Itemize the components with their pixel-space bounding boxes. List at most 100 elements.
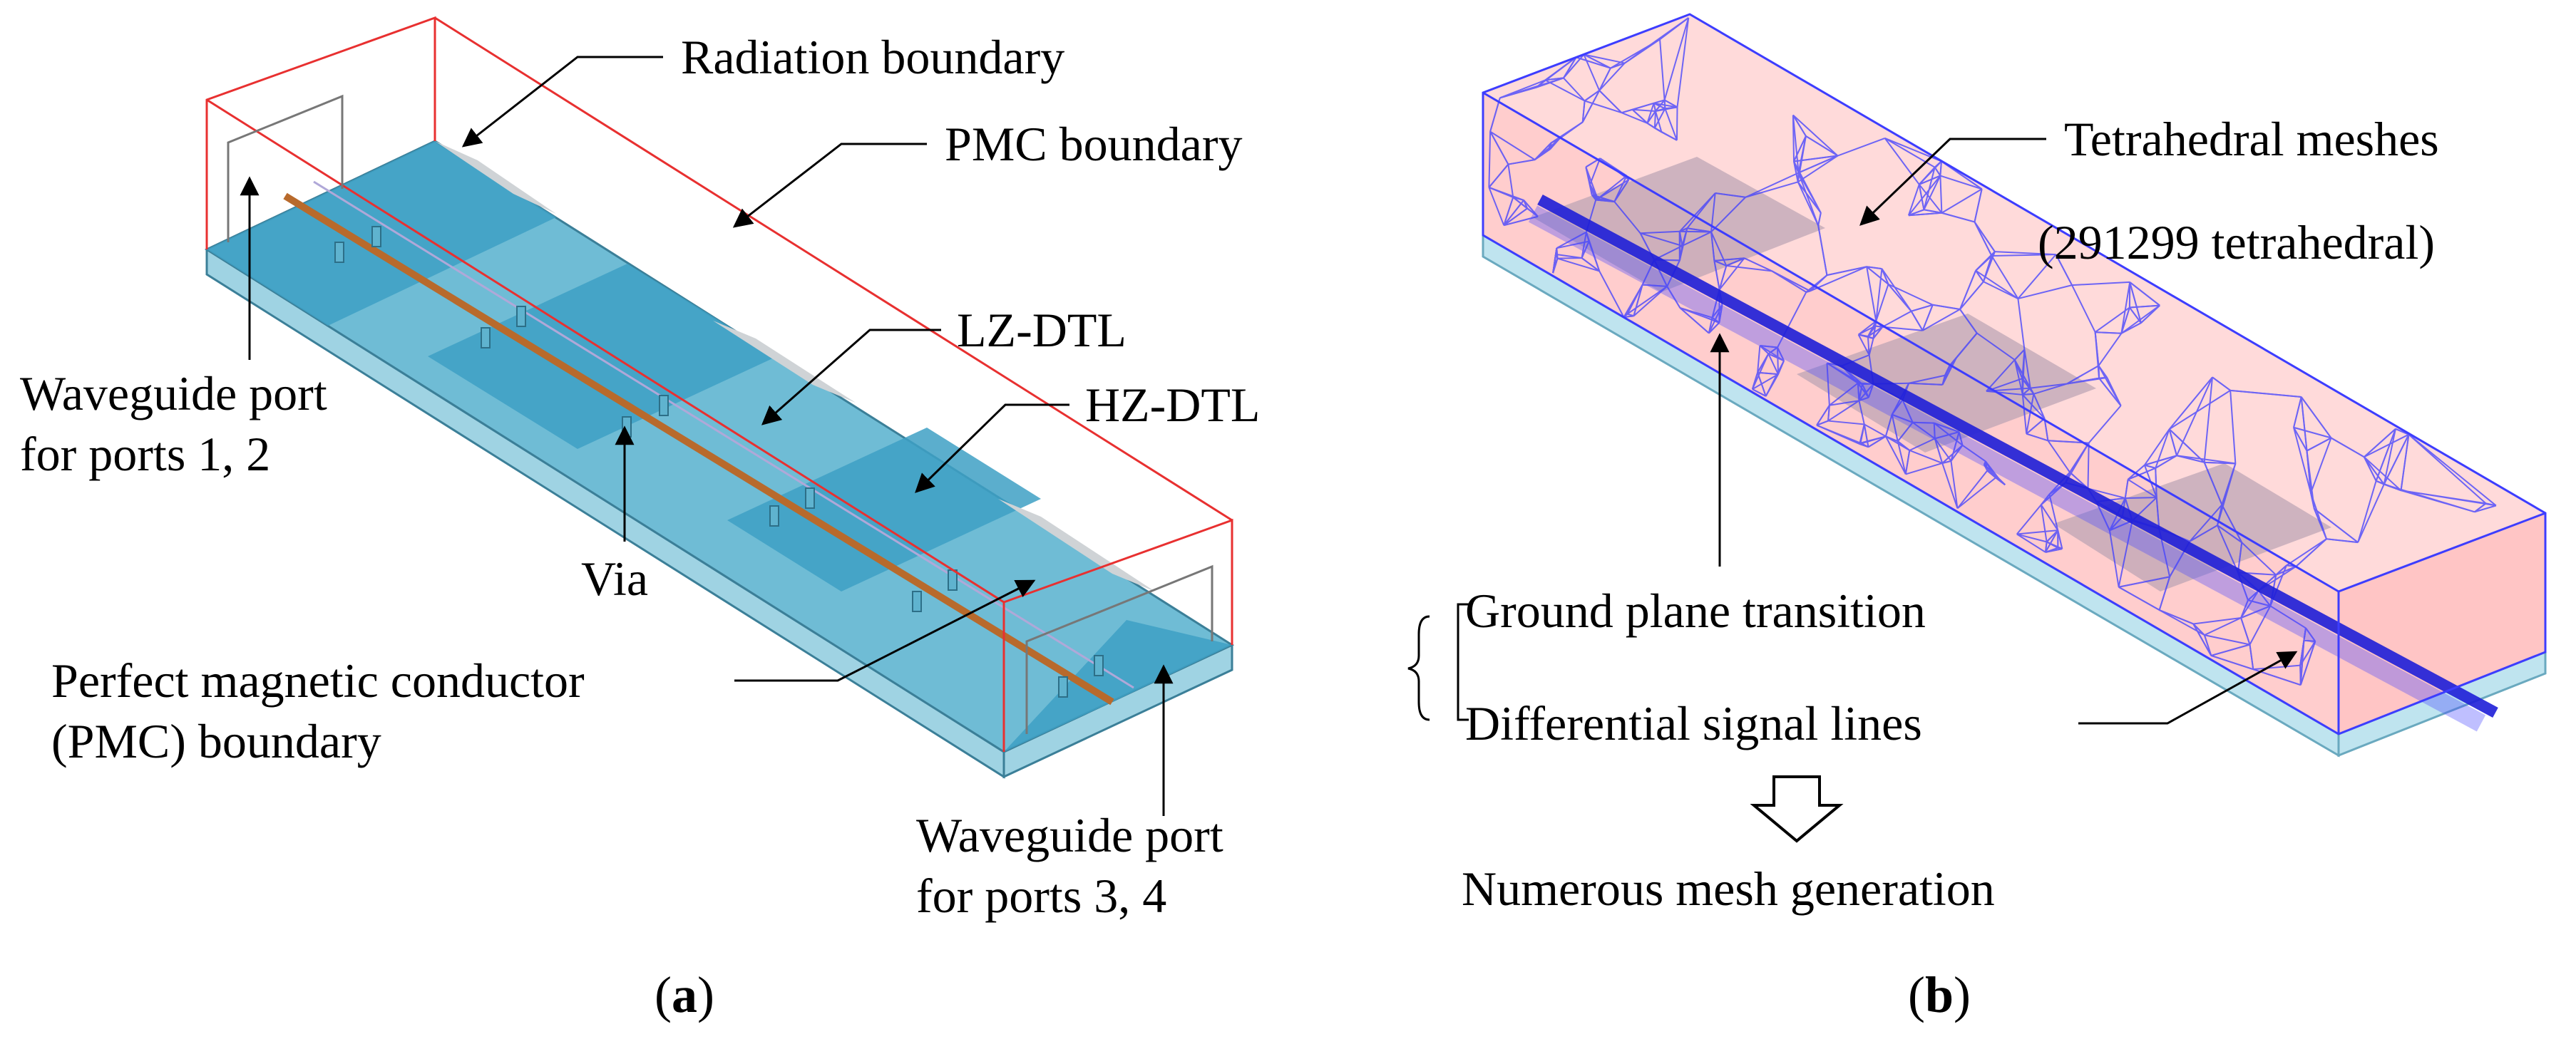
mesh-edge <box>1552 258 1559 274</box>
mesh-edge <box>1610 62 1626 69</box>
mesh-edge <box>1715 192 1746 198</box>
mesh-edge <box>1959 270 1977 310</box>
mesh-edge <box>2144 455 2177 466</box>
mesh-edge <box>2095 501 2110 531</box>
mesh-edge <box>2098 377 2122 406</box>
mesh-edge <box>2212 376 2231 391</box>
mesh-edge <box>2144 428 2170 466</box>
mesh-edge <box>2128 478 2157 499</box>
mesh-edge <box>1714 259 1727 267</box>
mesh-edge <box>2155 455 2177 469</box>
dense-mesh-signal-line <box>1537 194 2498 718</box>
mesh-edge <box>1792 114 1839 157</box>
mesh-edge <box>1884 414 1893 437</box>
mesh-edge <box>1881 268 1912 312</box>
mesh-edge <box>2169 390 2231 430</box>
mesh-edge <box>2129 304 2160 309</box>
mesh-edge <box>1910 311 1924 331</box>
mesh-edge <box>1523 200 1528 209</box>
mesh-edge <box>2022 393 2034 396</box>
panel-b-caption: (b) <box>1908 966 1971 1023</box>
panel-a-caption: (a) <box>655 966 714 1023</box>
mesh-edge <box>1892 413 1914 423</box>
via-6 <box>659 395 669 416</box>
mesh-edge <box>2249 605 2272 645</box>
mesh-edge <box>2109 520 2133 532</box>
mesh-edge <box>1581 100 1586 123</box>
mesh-edge <box>1867 326 1883 337</box>
mesh-edge <box>1918 184 1925 210</box>
mesh-edge <box>1757 353 1770 373</box>
mesh-edge <box>1975 269 2018 299</box>
mesh-edge <box>1939 175 1943 213</box>
mesh-edge <box>1666 286 1681 309</box>
mesh-edge <box>2044 542 2048 553</box>
mesh-edge <box>1745 181 1799 198</box>
mesh-edge <box>2127 464 2145 480</box>
mesh-edge <box>2022 387 2031 396</box>
mesh-edge <box>2026 393 2035 434</box>
mesh-edge <box>1986 390 2023 396</box>
via-7 <box>769 505 779 527</box>
mesh-edge <box>1827 266 1867 277</box>
mesh-edge <box>1551 121 1584 144</box>
mesh-edge <box>2022 394 2046 419</box>
mesh-edge <box>1797 172 1820 226</box>
radiation-boundary-label: Radiation boundary <box>681 30 1064 84</box>
mesh-edge <box>1793 135 1807 162</box>
mesh-edge <box>2305 627 2316 642</box>
mesh-edge <box>1745 172 1800 198</box>
mesh-edge <box>1911 304 1934 312</box>
mesh-edge <box>1488 187 1505 226</box>
mesh-edge <box>1817 212 1822 226</box>
mesh-edge <box>1676 17 1690 108</box>
mesh-edge <box>2210 655 2254 671</box>
mesh-edge <box>1827 400 1859 422</box>
mesh-edge <box>1793 161 1799 182</box>
mesh-edge <box>2057 529 2063 549</box>
mesh-edge <box>1563 77 1586 102</box>
mesh-edge <box>2108 530 2120 587</box>
mesh-edge <box>1859 396 1869 402</box>
mesh-edge <box>1858 383 1874 401</box>
mesh-edge <box>1975 270 1984 282</box>
mesh-edge <box>2240 590 2259 619</box>
mesh-edge <box>1708 317 1713 334</box>
mesh-edge <box>2310 438 2332 494</box>
waveguide-port-12-line2: for ports 1, 2 <box>20 427 270 481</box>
mesh-edge <box>1934 422 1960 433</box>
mesh-edge <box>1837 138 1886 157</box>
mesh-edge <box>1557 257 1600 272</box>
mesh-edge <box>1919 184 1943 214</box>
mesh-edge <box>1868 338 1874 356</box>
mesh-edge <box>1829 400 1859 406</box>
mesh-edge <box>1663 100 1666 109</box>
panel-a-annotations: Radiation boundary PMC boundary LZ-DTL H… <box>20 30 1260 1023</box>
mesh-edge <box>1956 477 1996 510</box>
mesh-edge <box>1950 431 1960 462</box>
mesh-edge <box>2240 599 2249 619</box>
via-11 <box>1058 676 1068 698</box>
mesh-edge <box>1584 53 1625 64</box>
mesh-edge <box>2066 365 2099 385</box>
mesh-edge <box>1664 108 1678 141</box>
mesh-edge <box>2193 617 2242 625</box>
mesh-edge <box>1858 401 1865 425</box>
mesh-edge <box>2030 383 2068 389</box>
mesh-edge <box>1884 435 1907 475</box>
mesh-edge <box>2357 484 2385 543</box>
mesh-edge <box>1663 17 1690 100</box>
dense-mesh-signal-line-2 <box>1528 205 2486 732</box>
mesh-edge <box>1655 108 1666 112</box>
mesh-edge <box>1904 450 1911 475</box>
via-10 <box>948 569 958 591</box>
mesh-edge <box>2257 590 2272 606</box>
mesh-edge <box>1817 225 1828 276</box>
mesh-edge <box>2295 538 2327 567</box>
mesh-edge <box>2021 394 2028 434</box>
waveguide-port-frame-34 <box>1025 564 1213 734</box>
mesh-edge <box>1640 230 1680 234</box>
mesh-edge <box>2247 590 2259 601</box>
via-9 <box>912 591 922 612</box>
mesh-edge <box>2217 463 2237 526</box>
